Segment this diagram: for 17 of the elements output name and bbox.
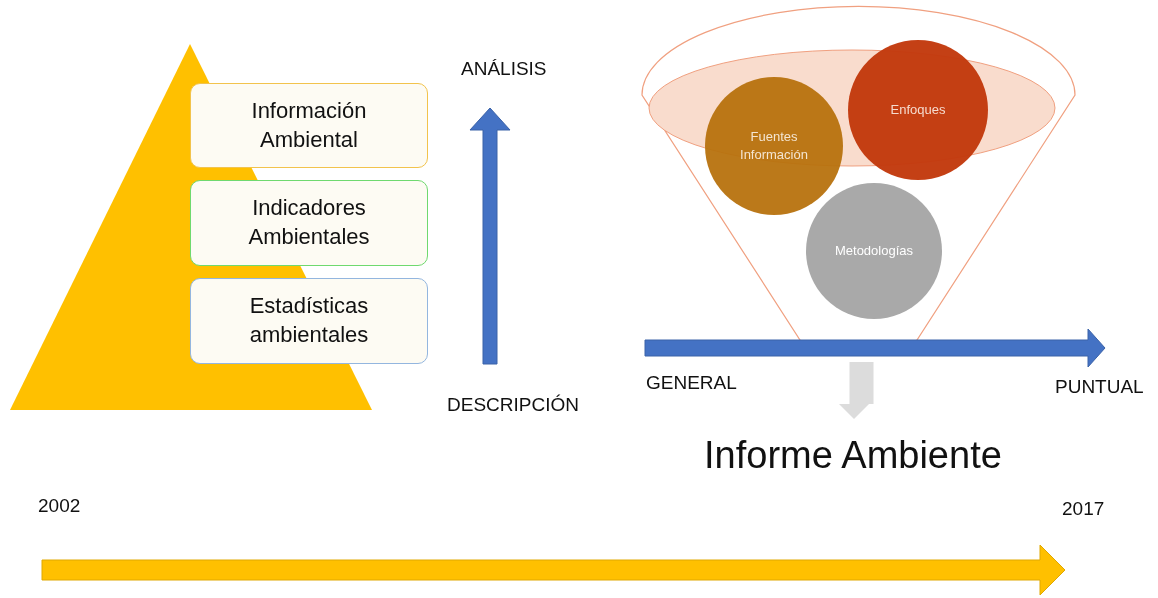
node-text: Indicadores Ambientales: [247, 194, 371, 251]
year-label: 2017: [1062, 498, 1105, 520]
rounded-box: [190, 83, 428, 168]
node-text: Fuentes Información: [739, 128, 809, 164]
node-text: Metodologías: [834, 242, 914, 260]
node-text: Estadísticas ambientales: [248, 292, 370, 349]
node-text: Enfoques: [890, 101, 946, 119]
year-label: 2002: [38, 495, 81, 517]
node-text: Información Ambiental: [250, 96, 368, 154]
title-text: Informe Ambiente: [704, 434, 1002, 476]
axis-label: ANÁLISIS: [461, 58, 547, 80]
axis-label: DESCRIPCIÓN: [447, 394, 579, 416]
axis-label: GENERAL: [646, 372, 737, 394]
down-arrow: [839, 362, 874, 419]
axis-label: PUNTUAL: [1055, 376, 1144, 398]
rounded-box: [190, 180, 428, 266]
rounded-box: [190, 278, 428, 364]
